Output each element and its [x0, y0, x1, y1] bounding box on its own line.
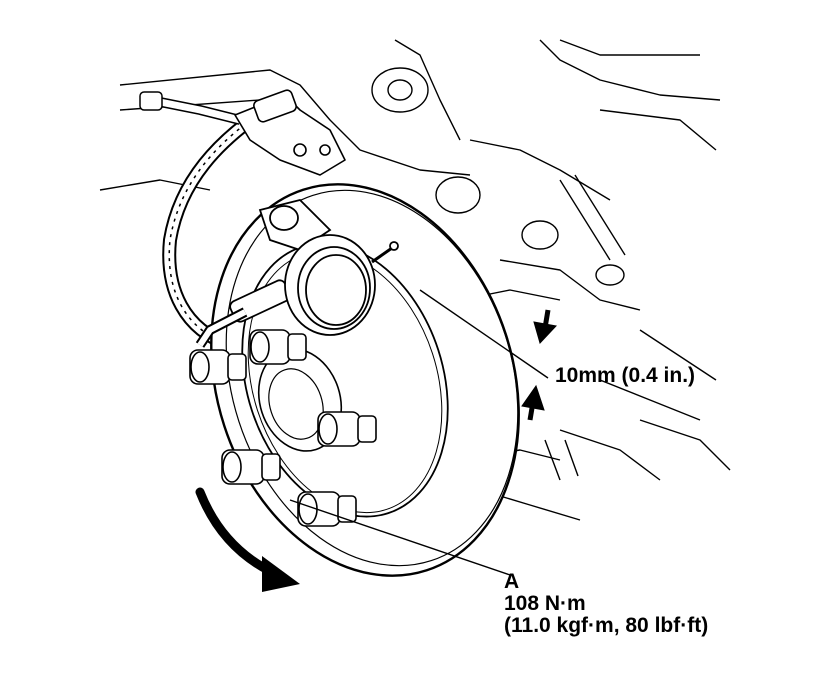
caliper-bracket — [234, 89, 346, 176]
dial-indicator — [195, 199, 399, 348]
leader-lines — [289, 289, 549, 576]
rotation-arrow-icon — [195, 487, 300, 592]
lug-nuts — [189, 329, 377, 527]
callout-a-leader-line — [289, 499, 511, 576]
lug-nut — [189, 349, 247, 385]
lug-nut — [249, 329, 307, 365]
lug-nut — [221, 449, 281, 485]
torque-imperial-label: (11.0 kgf·m, 80 lbf·ft) — [504, 614, 709, 637]
measurement-leader-line — [419, 289, 549, 379]
measurement-point-label: 10mm (0.4 in.) — [555, 364, 696, 387]
lug-nut — [297, 491, 357, 527]
lug-nut — [317, 411, 377, 447]
measurement-arrows-icon — [521, 309, 557, 421]
brake-hose — [139, 91, 269, 352]
torque-metric-label: 108 N·m — [504, 592, 586, 615]
callout-letter-label: A — [504, 570, 520, 593]
